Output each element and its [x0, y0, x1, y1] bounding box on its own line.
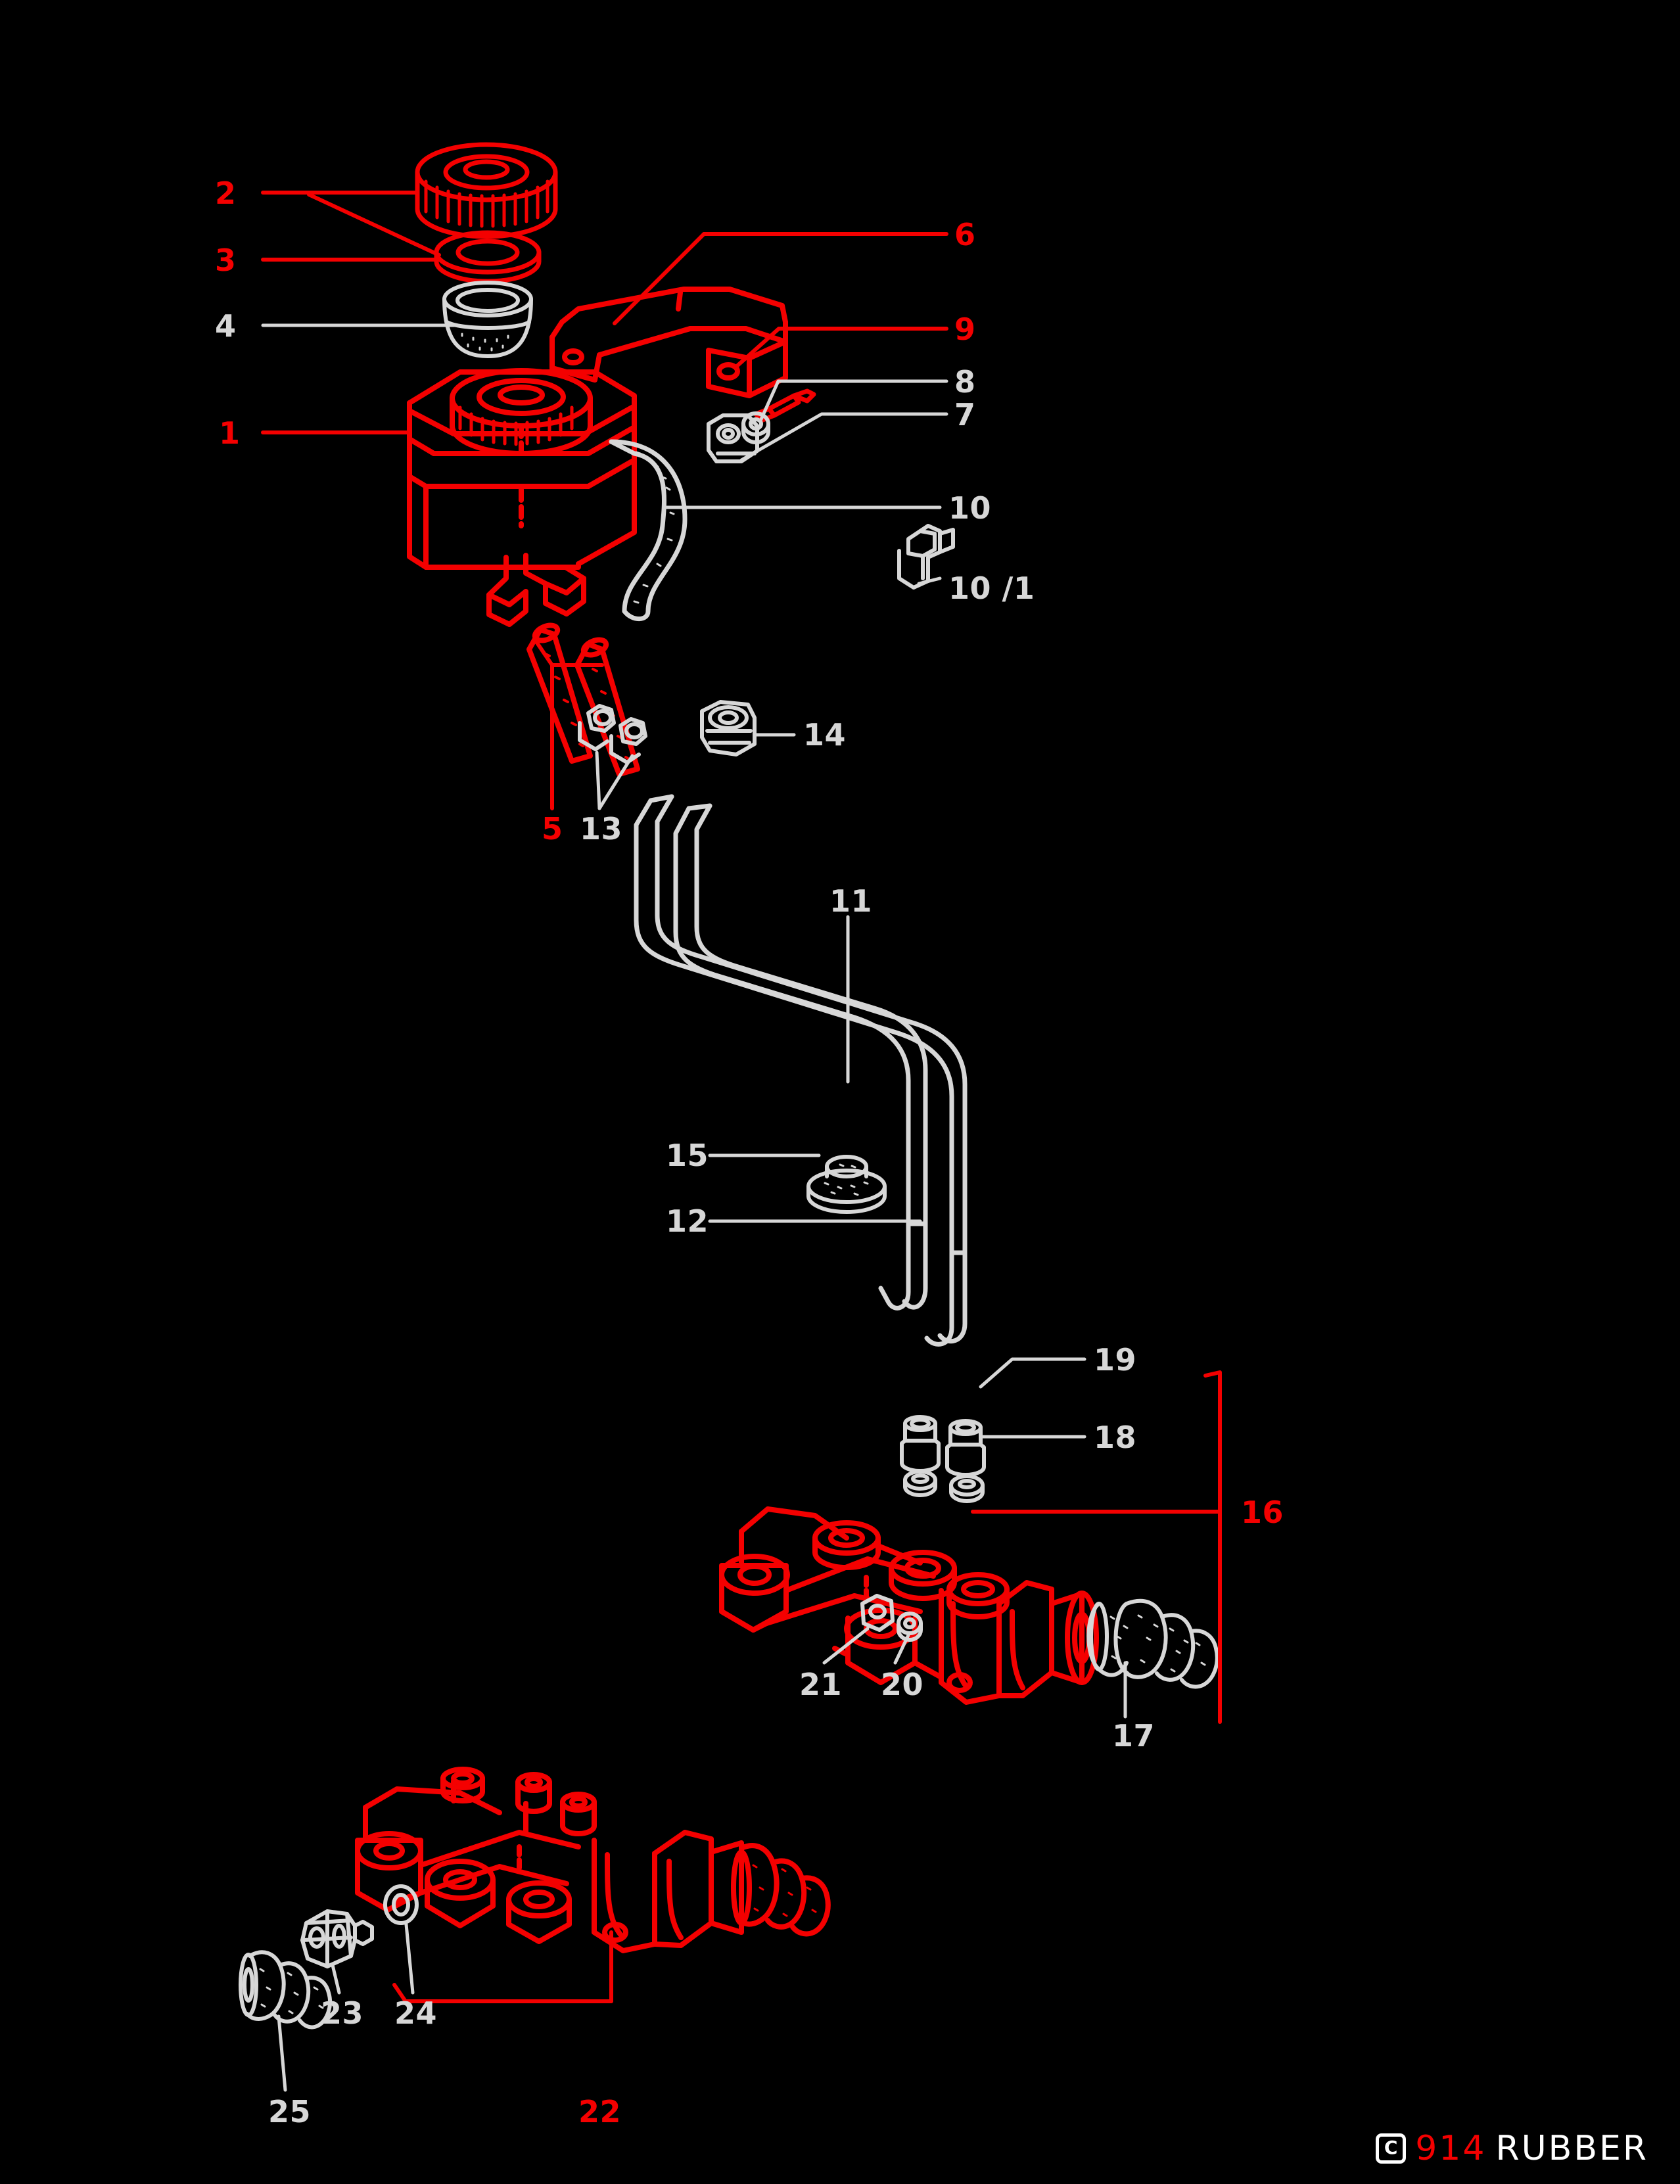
reservoir-hose-pair-part5	[526, 622, 640, 777]
grommet-part14	[700, 700, 757, 756]
callout-9[interactable]: 9	[954, 312, 976, 347]
reservoir-mounting-bracket-part6	[549, 287, 788, 398]
callout-22[interactable]: 22	[578, 2094, 622, 2129]
callout-15[interactable]: 15	[666, 1138, 709, 1173]
vent-hose-clip-part10-1	[897, 524, 955, 590]
copyright-glyph: C	[1384, 2137, 1398, 2158]
lock-washer-part20	[897, 1612, 923, 1642]
mounting-nut-part21	[860, 1594, 895, 1632]
watermark: C 914 RUBBER	[1376, 2131, 1648, 2166]
callout-5[interactable]: 5	[542, 811, 563, 847]
callout-19[interactable]: 19	[1094, 1342, 1137, 1378]
callout-25[interactable]: 25	[268, 2094, 312, 2129]
valve-o-ring-part24	[383, 1884, 419, 1925]
reservoir-union-plug-part19	[900, 1415, 986, 1477]
brake-line-pair-part11	[634, 794, 968, 1347]
master-cylinder-part22	[355, 1767, 831, 1953]
brake-fluid-reservoir-part1	[407, 368, 637, 627]
copyright-icon: C	[1376, 2133, 1407, 2164]
sealing-washer-part18	[903, 1470, 985, 1503]
callout-20[interactable]: 20	[881, 1667, 924, 1702]
alternate-dust-boot-part25	[239, 1950, 332, 2030]
cap-seal-ring-part3	[434, 230, 542, 284]
callout-6[interactable]: 6	[954, 217, 976, 252]
callout-11[interactable]: 11	[829, 883, 873, 919]
callout-10-1[interactable]: 10 /1	[948, 570, 1035, 606]
callout-14[interactable]: 14	[803, 717, 847, 753]
callout-3[interactable]: 3	[215, 243, 237, 278]
brand-number: 914	[1415, 2129, 1487, 2168]
line-grommet-part15	[806, 1155, 887, 1214]
dust-boot-part17	[1086, 1598, 1219, 1689]
reservoir-cap-part2	[415, 142, 558, 239]
reservoir-strainer-part4	[442, 281, 533, 358]
residual-pressure-valve-part23	[300, 1909, 374, 1968]
callout-2[interactable]: 2	[215, 175, 237, 211]
brand-name: RUBBER	[1495, 2129, 1648, 2168]
callout-13[interactable]: 13	[580, 811, 623, 847]
callout-8[interactable]: 8	[954, 364, 976, 400]
callout-18[interactable]: 18	[1094, 1420, 1137, 1455]
callout-7[interactable]: 7	[954, 397, 976, 432]
callout-24[interactable]: 24	[394, 1995, 438, 2031]
callout-12[interactable]: 12	[666, 1203, 709, 1239]
callout-21[interactable]: 21	[799, 1667, 843, 1702]
leader-lines-grey	[261, 323, 1127, 2092]
callout-10[interactable]: 10	[948, 490, 992, 526]
master-cylinder-part16	[719, 1506, 1099, 1705]
callout-4[interactable]: 4	[215, 308, 237, 344]
callout-23[interactable]: 23	[321, 1995, 364, 2031]
callout-1[interactable]: 1	[219, 415, 241, 451]
callout-17[interactable]: 17	[1112, 1718, 1155, 1754]
hose-clamp-part13	[578, 704, 647, 764]
leader-lines-red	[261, 191, 1222, 2003]
callout-16[interactable]: 16	[1241, 1495, 1284, 1530]
vent-hose-part10	[609, 439, 688, 622]
